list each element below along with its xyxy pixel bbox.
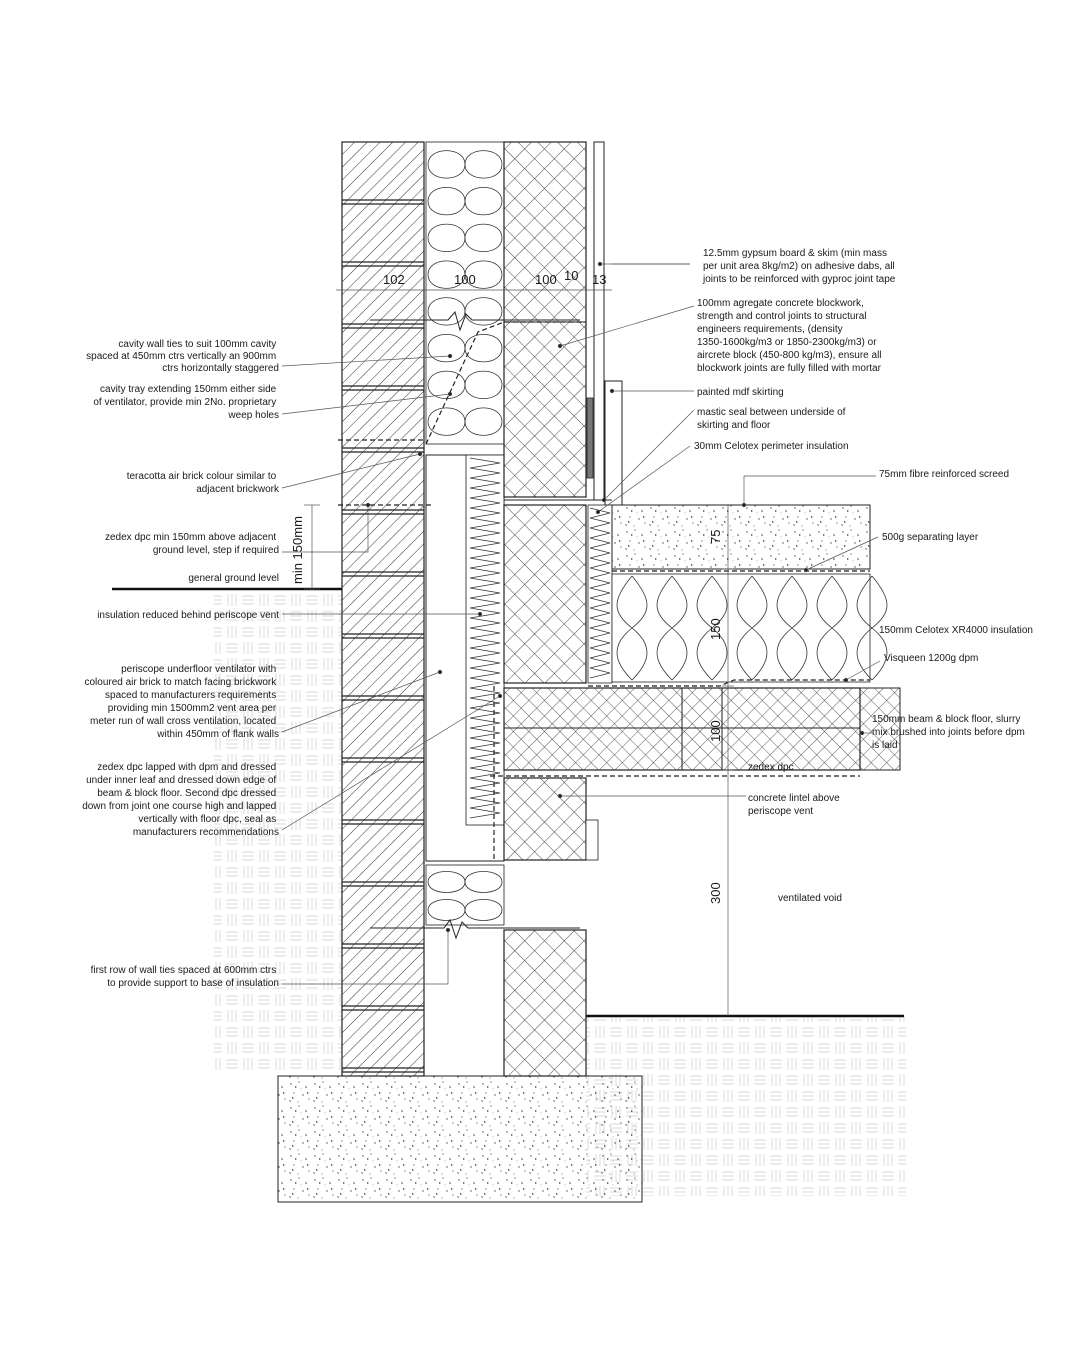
note-void: ventilated void [778, 893, 842, 904]
note-ground-level: general ground level [188, 573, 279, 584]
perimeter-insulation-zigzag [589, 507, 611, 679]
note-skirting: painted mdf skirting [697, 387, 784, 398]
dim-plasterboard: 13 [592, 272, 606, 287]
dim-floor: 100 [708, 720, 723, 742]
note-wall-ties: cavity wall ties to suit 100mm cavity sp… [86, 339, 279, 374]
dim-insulation: 150 [708, 618, 723, 640]
note-dpc-lapped: zedex dpc lapped with dpm and dressed un… [82, 762, 279, 838]
note-beam-block: 150mm beam & block floor, slurry mix bru… [872, 714, 1028, 751]
insulation-loops-bottom [427, 871, 503, 921]
note-separating: 500g separating layer [882, 532, 979, 543]
dim-screed: 75 [708, 530, 723, 544]
ground-hatch-left [214, 590, 342, 1070]
mdf-skirting [604, 380, 623, 506]
note-cavity-tray: cavity tray extending 150mm either side … [93, 384, 279, 421]
visqueen-dpm [588, 679, 870, 687]
perimeter-insulation [587, 504, 613, 684]
cavity-insulation-bottom [425, 864, 505, 926]
wall-tie-upper [370, 310, 580, 332]
dim-void: 300 [708, 882, 723, 904]
floor-insulation-loops [616, 575, 888, 681]
cavity-insulation-top [425, 141, 505, 445]
note-air-brick: teracotta air brick colour similar to ad… [127, 471, 280, 495]
wall-tie-lower [370, 918, 580, 940]
right-annotations: 12.5mm gypsum board & skim (min mass per… [694, 248, 1033, 904]
insulation-loops-top [427, 150, 503, 436]
left-annotations: cavity wall ties to suit 100mm cavity sp… [82, 339, 280, 989]
dim-dab-gap: 10 [564, 268, 578, 283]
foundation-concrete [277, 1075, 643, 1203]
note-lintel: concrete lintel above periscope vent [748, 793, 843, 817]
note-insulation-reduced: insulation reduced behind periscope vent [97, 610, 279, 621]
dim-inner-leaf: 100 [535, 272, 557, 287]
leader-lines [281, 261, 881, 985]
dim-dpc-height: min 150mm [290, 516, 305, 584]
note-perimeter: 30mm Celotex perimeter insulation [694, 441, 849, 452]
note-first-ties: first row of wall ties spaced at 600mm c… [91, 965, 279, 989]
cavity-tray [425, 321, 586, 445]
note-mastic: mastic seal between underside of skirtin… [697, 407, 848, 431]
adhesive-dab [586, 397, 594, 479]
concrete-lintel [585, 819, 599, 861]
screed [611, 504, 871, 570]
dim-outer-leaf: 102 [383, 272, 405, 287]
note-celotex: 150mm Celotex XR4000 insulation [879, 625, 1033, 636]
dim-cavity: 100 [454, 272, 476, 287]
gypsum-board [593, 141, 605, 501]
note-visqueen: Visqueen 1200g dpm [884, 653, 978, 664]
note-zedex: zedex dpc [748, 762, 794, 773]
reduced-insulation-zigzag [469, 457, 501, 819]
note-periscope: periscope underfloor ventilator with col… [84, 664, 279, 740]
note-blockwork: 100mm agregate concrete blockwork, stren… [697, 298, 884, 374]
outer-brick-leaf [341, 141, 425, 1077]
beam-block-floor [503, 687, 901, 771]
note-gypsum: 12.5mm gypsum board & skim (min mass per… [702, 248, 898, 285]
note-dpc: zedex dpc min 150mm above adjacent groun… [105, 532, 279, 556]
note-screed: 75mm fibre reinforced screed [879, 469, 1009, 480]
